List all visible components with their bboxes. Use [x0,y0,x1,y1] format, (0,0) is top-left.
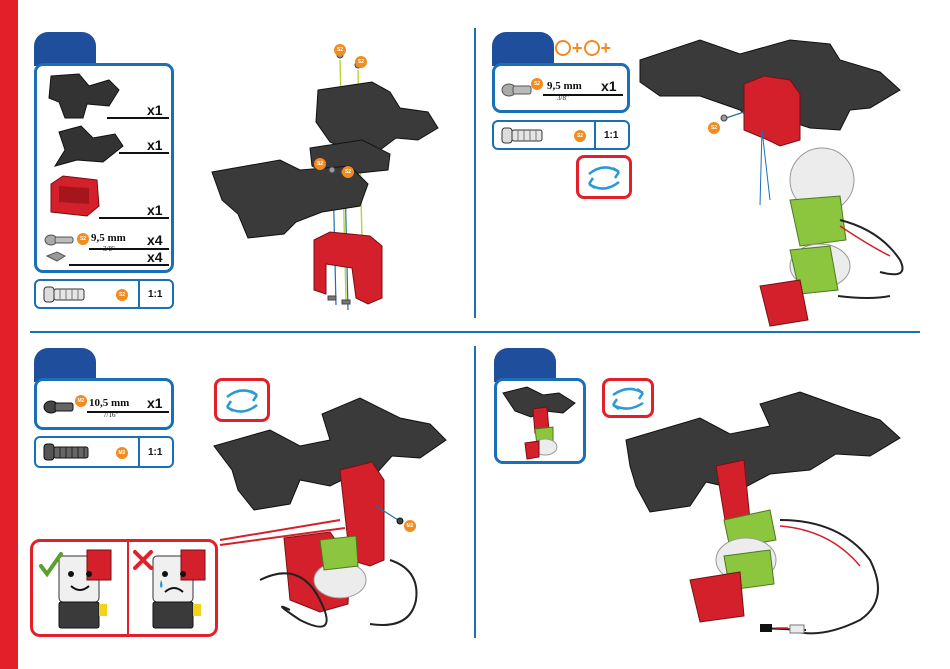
step-3-rotate-box [214,378,270,422]
step-4-preview-art [497,381,583,461]
step-1-callout-1: S2 [334,44,346,56]
step-2-callout-1: S2 [708,122,720,134]
black-plate-large-icon [49,74,119,118]
step-2-qty-1: x1 [601,78,617,94]
step-3-faces-box [30,539,218,637]
step-1-tab [34,32,96,66]
screw-icon [495,66,535,110]
step-1-screw-code: S2 [77,233,89,245]
screw-icon [45,235,73,245]
step-2-screw-code: S2 [531,78,543,90]
step-1-screw-dim: 9,5 mm [91,232,126,244]
step-1-scale-screw-icon [36,281,126,307]
step-3-bolt-dim: 10,5 mm [89,397,129,409]
step-1-callout-4: S2 [342,166,354,178]
step-2-op-plus-2: + [601,40,612,56]
step-4-preview-box [494,378,586,464]
step-1-callout-3: S2 [314,158,326,170]
step-4-rotate-box [602,378,654,418]
step-2-op-circle-1 [555,40,571,56]
correct-face-icon [59,550,111,628]
step-2-scale-ratio: 1:1 [604,130,618,141]
step-3-scale-ratio: 1:1 [148,447,162,458]
step-3-tab [34,348,96,382]
step-1-scale-code: S2 [116,289,128,301]
step-2-screw-dim: 9,5 mm [547,80,582,92]
step-1-qty-4: x4 [147,232,163,248]
wrong-face-icon [153,550,205,628]
step-3-faces-art [33,542,217,634]
step-1-scale-ratio: 1:1 [148,289,162,300]
step-2-rotate-box [576,155,632,199]
step-2-scale-screw-icon [494,122,564,148]
step-3-parts-box: M2 10,5 mm 7/16" x1 [34,378,174,430]
step-3-scale-box: M2 1:1 [34,436,174,468]
cross-icon [135,552,151,568]
step-2-op-circle-2 [584,40,600,56]
step-1-qty-3: x1 [147,202,163,218]
step-3-scale-code: M2 [116,447,128,459]
vertical-divider-top [474,28,476,318]
step-4-tab [494,348,556,382]
step-1-parts-box: x1 x1 x1 S2 9,5 mm 3/8" x4 x4 [34,63,174,273]
horizontal-divider [30,331,920,333]
step-1-callout-2: S2 [355,56,367,68]
step-3-callout-1: M2 [404,520,416,532]
rotate-arrows-icon [605,381,651,415]
step-3-qty-1: x1 [147,395,163,411]
rotate-arrows-icon [217,381,267,419]
step-1-qty-2: x1 [147,137,163,153]
step-1-scale-box: S2 1:1 [34,279,174,309]
rotate-arrows-icon [579,158,629,196]
nut-icon [47,252,65,261]
step-2-op-plus-1: + [572,40,583,56]
step-1-qty-5: x4 [147,249,163,265]
step-2-scale-box: S2 1:1 [492,120,630,150]
step-2-tab [492,32,554,66]
red-edge-strip [0,0,18,669]
checkmark-icon [41,554,61,574]
step-2-operators: + + [555,40,611,56]
black-plate-small-icon [55,126,123,166]
bolt-icon [37,381,77,427]
step-2-parts-box: S2 9,5 mm 3/8" x1 [492,63,630,113]
vertical-divider-bottom [474,346,476,638]
step-3-bolt-code: M2 [75,395,87,407]
step-1-qty-1: x1 [147,102,163,118]
step-3-scale-bolt-icon [36,438,116,466]
step-2-scale-code: S2 [574,130,586,142]
